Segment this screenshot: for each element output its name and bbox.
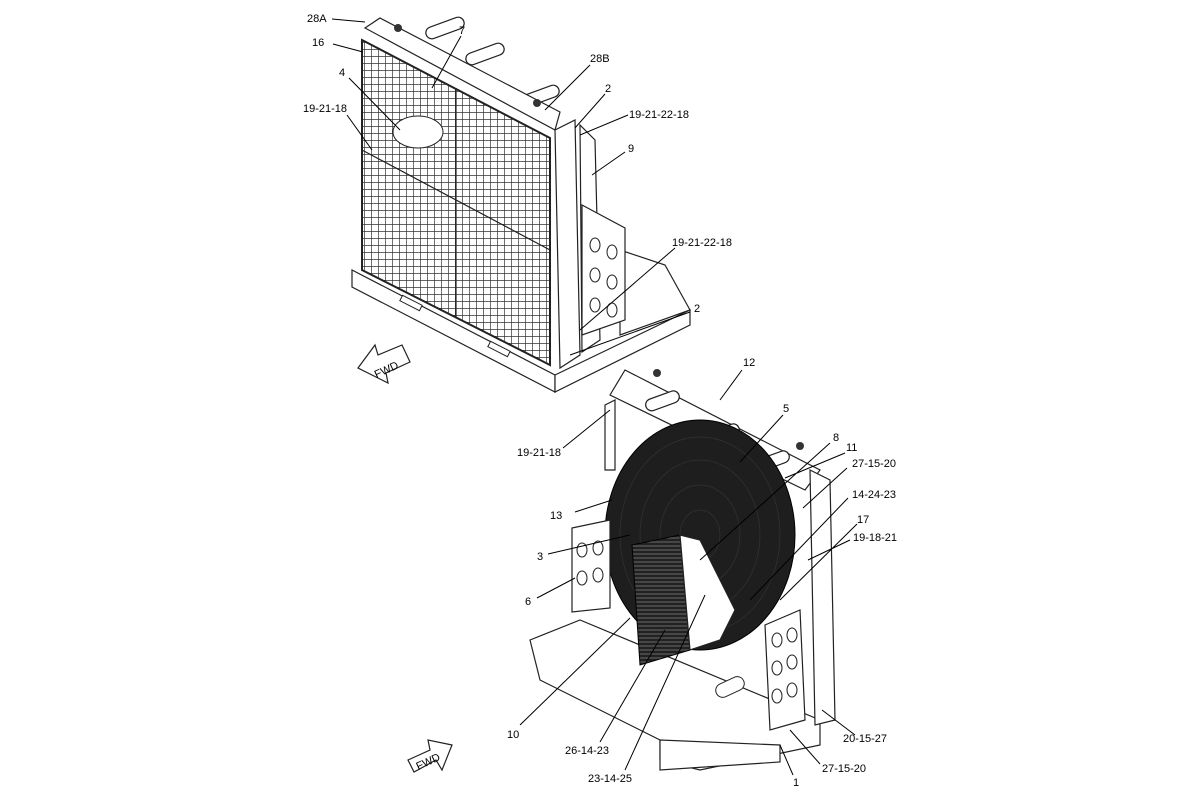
callout-6: 6	[525, 596, 531, 608]
callout-10: 10	[507, 729, 519, 741]
top-cap-1	[394, 24, 402, 32]
callout-4: 4	[339, 67, 345, 79]
callout-27-15-20: 27-15-20	[852, 458, 896, 470]
bottom-right-panel	[764, 609, 806, 731]
top-side-frame	[554, 119, 581, 370]
top-base-side	[554, 309, 691, 393]
bottom-left-panel	[571, 519, 611, 613]
top-cap-2	[533, 99, 541, 107]
callout-5: 5	[783, 403, 789, 415]
callout-3: 3	[537, 551, 543, 563]
fwd-arrow-top: FWD	[357, 343, 411, 385]
top-side-holes	[589, 237, 618, 318]
callout-8: 8	[833, 432, 839, 444]
bottom-callouts: 12 5 19-21-18 8 11 27-15-20 14-24-23 13 …	[507, 357, 897, 789]
top-side-panel	[581, 203, 626, 336]
callout-11: 11	[846, 442, 857, 454]
callout-19-21-22-18-b: 19-21-22-18	[672, 237, 732, 249]
top-callouts: 28A 16 7 4 19-21-18 28B 2 19-21-22-18 9 …	[303, 13, 732, 315]
callout-2-b: 2	[694, 303, 700, 315]
callout-19-21-22-18: 19-21-22-18	[629, 109, 689, 121]
callout-19-21-18: 19-21-18	[517, 447, 561, 459]
bottom-left-bracket	[604, 399, 616, 471]
top-guard-dividers	[361, 88, 551, 318]
callout-28B: 28B	[590, 53, 610, 65]
callout-28A: 28A	[307, 13, 327, 25]
top-guard-cutout	[392, 115, 444, 149]
callout-12: 12	[743, 357, 755, 369]
callout-7: 7	[459, 25, 465, 37]
callout-23-14-25: 23-14-25	[588, 773, 632, 785]
top-tank	[363, 17, 561, 131]
callout-9: 9	[628, 143, 634, 155]
bottom-right-frame	[809, 469, 836, 726]
callout-14-24-23: 14-24-23	[852, 489, 896, 501]
bottom-radiator-assembly	[529, 369, 836, 771]
callout-26-14-23: 26-14-23	[565, 745, 609, 757]
bottom-right-holes	[771, 627, 798, 704]
fwd-arrow-bottom: FWD	[407, 739, 453, 773]
callout-20-15-27: 20-15-27	[843, 733, 887, 745]
callout-17: 17	[857, 514, 869, 526]
callout-19-18-21: 19-18-21	[853, 532, 897, 544]
callout-1: 1	[793, 777, 799, 789]
bottom-left-holes	[576, 540, 604, 586]
bottom-base-front	[659, 739, 781, 771]
leader-lines	[331, 18, 858, 776]
callout-2: 2	[605, 83, 611, 95]
callout-19-21-18: 19-21-18	[303, 103, 347, 115]
callout-27-15-20-b: 27-15-20	[822, 763, 866, 775]
callout-16: 16	[312, 37, 324, 49]
top-radiator-assembly	[351, 16, 691, 393]
callout-13: 13	[550, 510, 562, 522]
